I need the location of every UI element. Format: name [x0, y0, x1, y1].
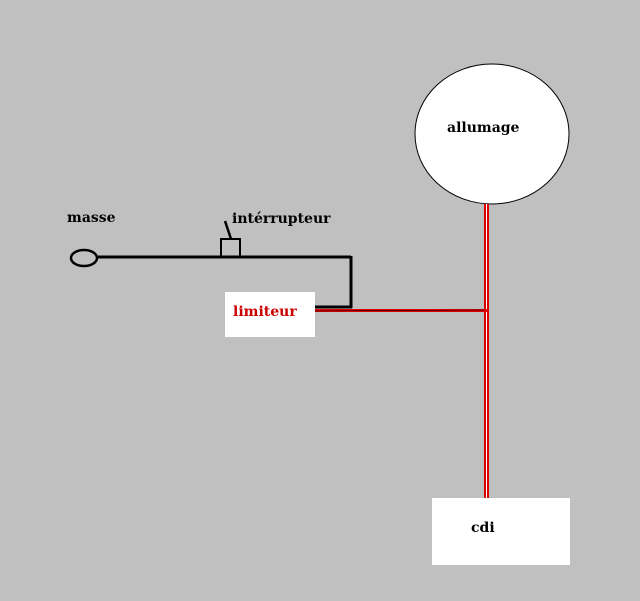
cdi-box: [432, 498, 570, 565]
limiteur-label: limiteur: [233, 304, 297, 320]
cdi-label: cdi: [471, 520, 495, 536]
signal-wire: [314, 204, 489, 498]
masse-label: masse: [67, 210, 116, 226]
limiteur-box: [225, 292, 315, 337]
allumage-label: allumage: [447, 120, 520, 136]
masse-terminal: [69, 248, 99, 268]
allumage-circle: [414, 63, 570, 205]
interrupteur-switch: [220, 220, 241, 258]
interrupteur-label: intérrupteur: [232, 211, 331, 227]
